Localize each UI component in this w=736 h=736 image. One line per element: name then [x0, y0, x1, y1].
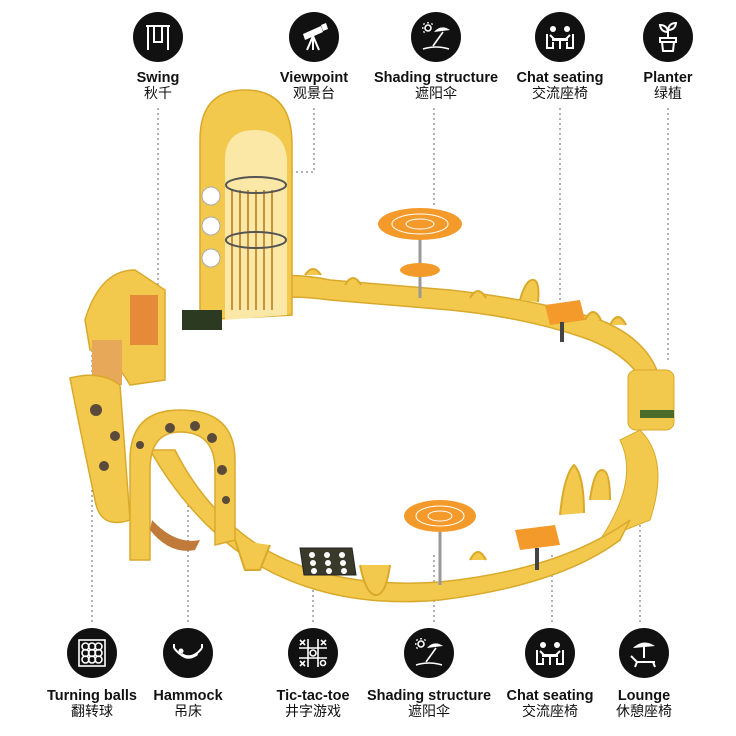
label-zh: 遮阳伞	[415, 86, 457, 102]
beach-umbrella-icon	[411, 12, 461, 62]
plant-pot-icon	[643, 12, 693, 62]
label-zh: 休憩座椅	[616, 704, 672, 720]
beach-umbrella-icon	[404, 628, 454, 678]
front-umbrella	[404, 500, 476, 585]
label-zh: 遮阳伞	[408, 704, 450, 720]
label-hammock: Hammock 吊床	[118, 628, 258, 721]
label-zh: 交流座椅	[532, 86, 588, 102]
label-zh: 翻转球	[71, 704, 113, 720]
telescope-icon	[289, 12, 339, 62]
back-umbrella	[378, 208, 462, 298]
swing-icon	[133, 12, 183, 62]
turning-balls-wall	[69, 374, 131, 524]
label-en: Swing	[136, 70, 180, 86]
label-en: Planter	[643, 70, 693, 86]
label-lounge: Lounge 休憩座椅	[574, 628, 714, 721]
label-zh: 观景台	[293, 86, 335, 102]
label-shading-structure-top: Shading structure 遮阳伞	[366, 12, 506, 103]
label-tic-tac-toe: Tic-tac-toe 井字游戏	[243, 628, 383, 721]
lounge-chair-icon	[619, 628, 669, 678]
label-viewpoint: Viewpoint 观景台	[244, 12, 384, 103]
label-en: Tic-tac-toe	[276, 688, 350, 704]
turning-balls-icon	[67, 628, 117, 678]
chat-seating-icon	[525, 628, 575, 678]
chat-seating-icon	[535, 12, 585, 62]
label-en: Shading structure	[366, 688, 492, 704]
ring-structure	[148, 268, 675, 603]
hammock-arch	[129, 409, 236, 561]
label-en: Viewpoint	[279, 70, 349, 86]
viewpoint-tower	[182, 89, 293, 330]
label-zh: 交流座椅	[522, 704, 578, 720]
label-en: Lounge	[617, 688, 671, 704]
tic-tac-toe-icon	[288, 628, 338, 678]
label-zh: 秋千	[144, 86, 172, 102]
label-planter: Planter 绿植	[598, 12, 736, 103]
label-zh: 绿植	[654, 86, 682, 102]
label-zh: 井字游戏	[285, 704, 341, 720]
label-turning-balls: Turning balls 翻转球	[22, 628, 162, 721]
chat-seating-tables	[515, 300, 585, 570]
label-en: Chat seating	[516, 70, 604, 86]
label-chat-seating-bottom: Chat seating 交流座椅	[480, 628, 620, 721]
label-en: Chat seating	[506, 688, 594, 704]
label-zh: 吊床	[174, 704, 202, 720]
label-en: Hammock	[153, 688, 223, 704]
label-en: Turning balls	[47, 688, 137, 704]
hammock-icon	[163, 628, 213, 678]
label-chat-seating-top: Chat seating 交流座椅	[490, 12, 630, 103]
tic-tac-toe-table	[299, 547, 357, 576]
label-swing: Swing 秋千	[88, 12, 228, 103]
swing-frame	[84, 269, 166, 386]
label-shading-structure-bottom: Shading structure 遮阳伞	[359, 628, 499, 721]
label-en: Shading structure	[373, 70, 499, 86]
